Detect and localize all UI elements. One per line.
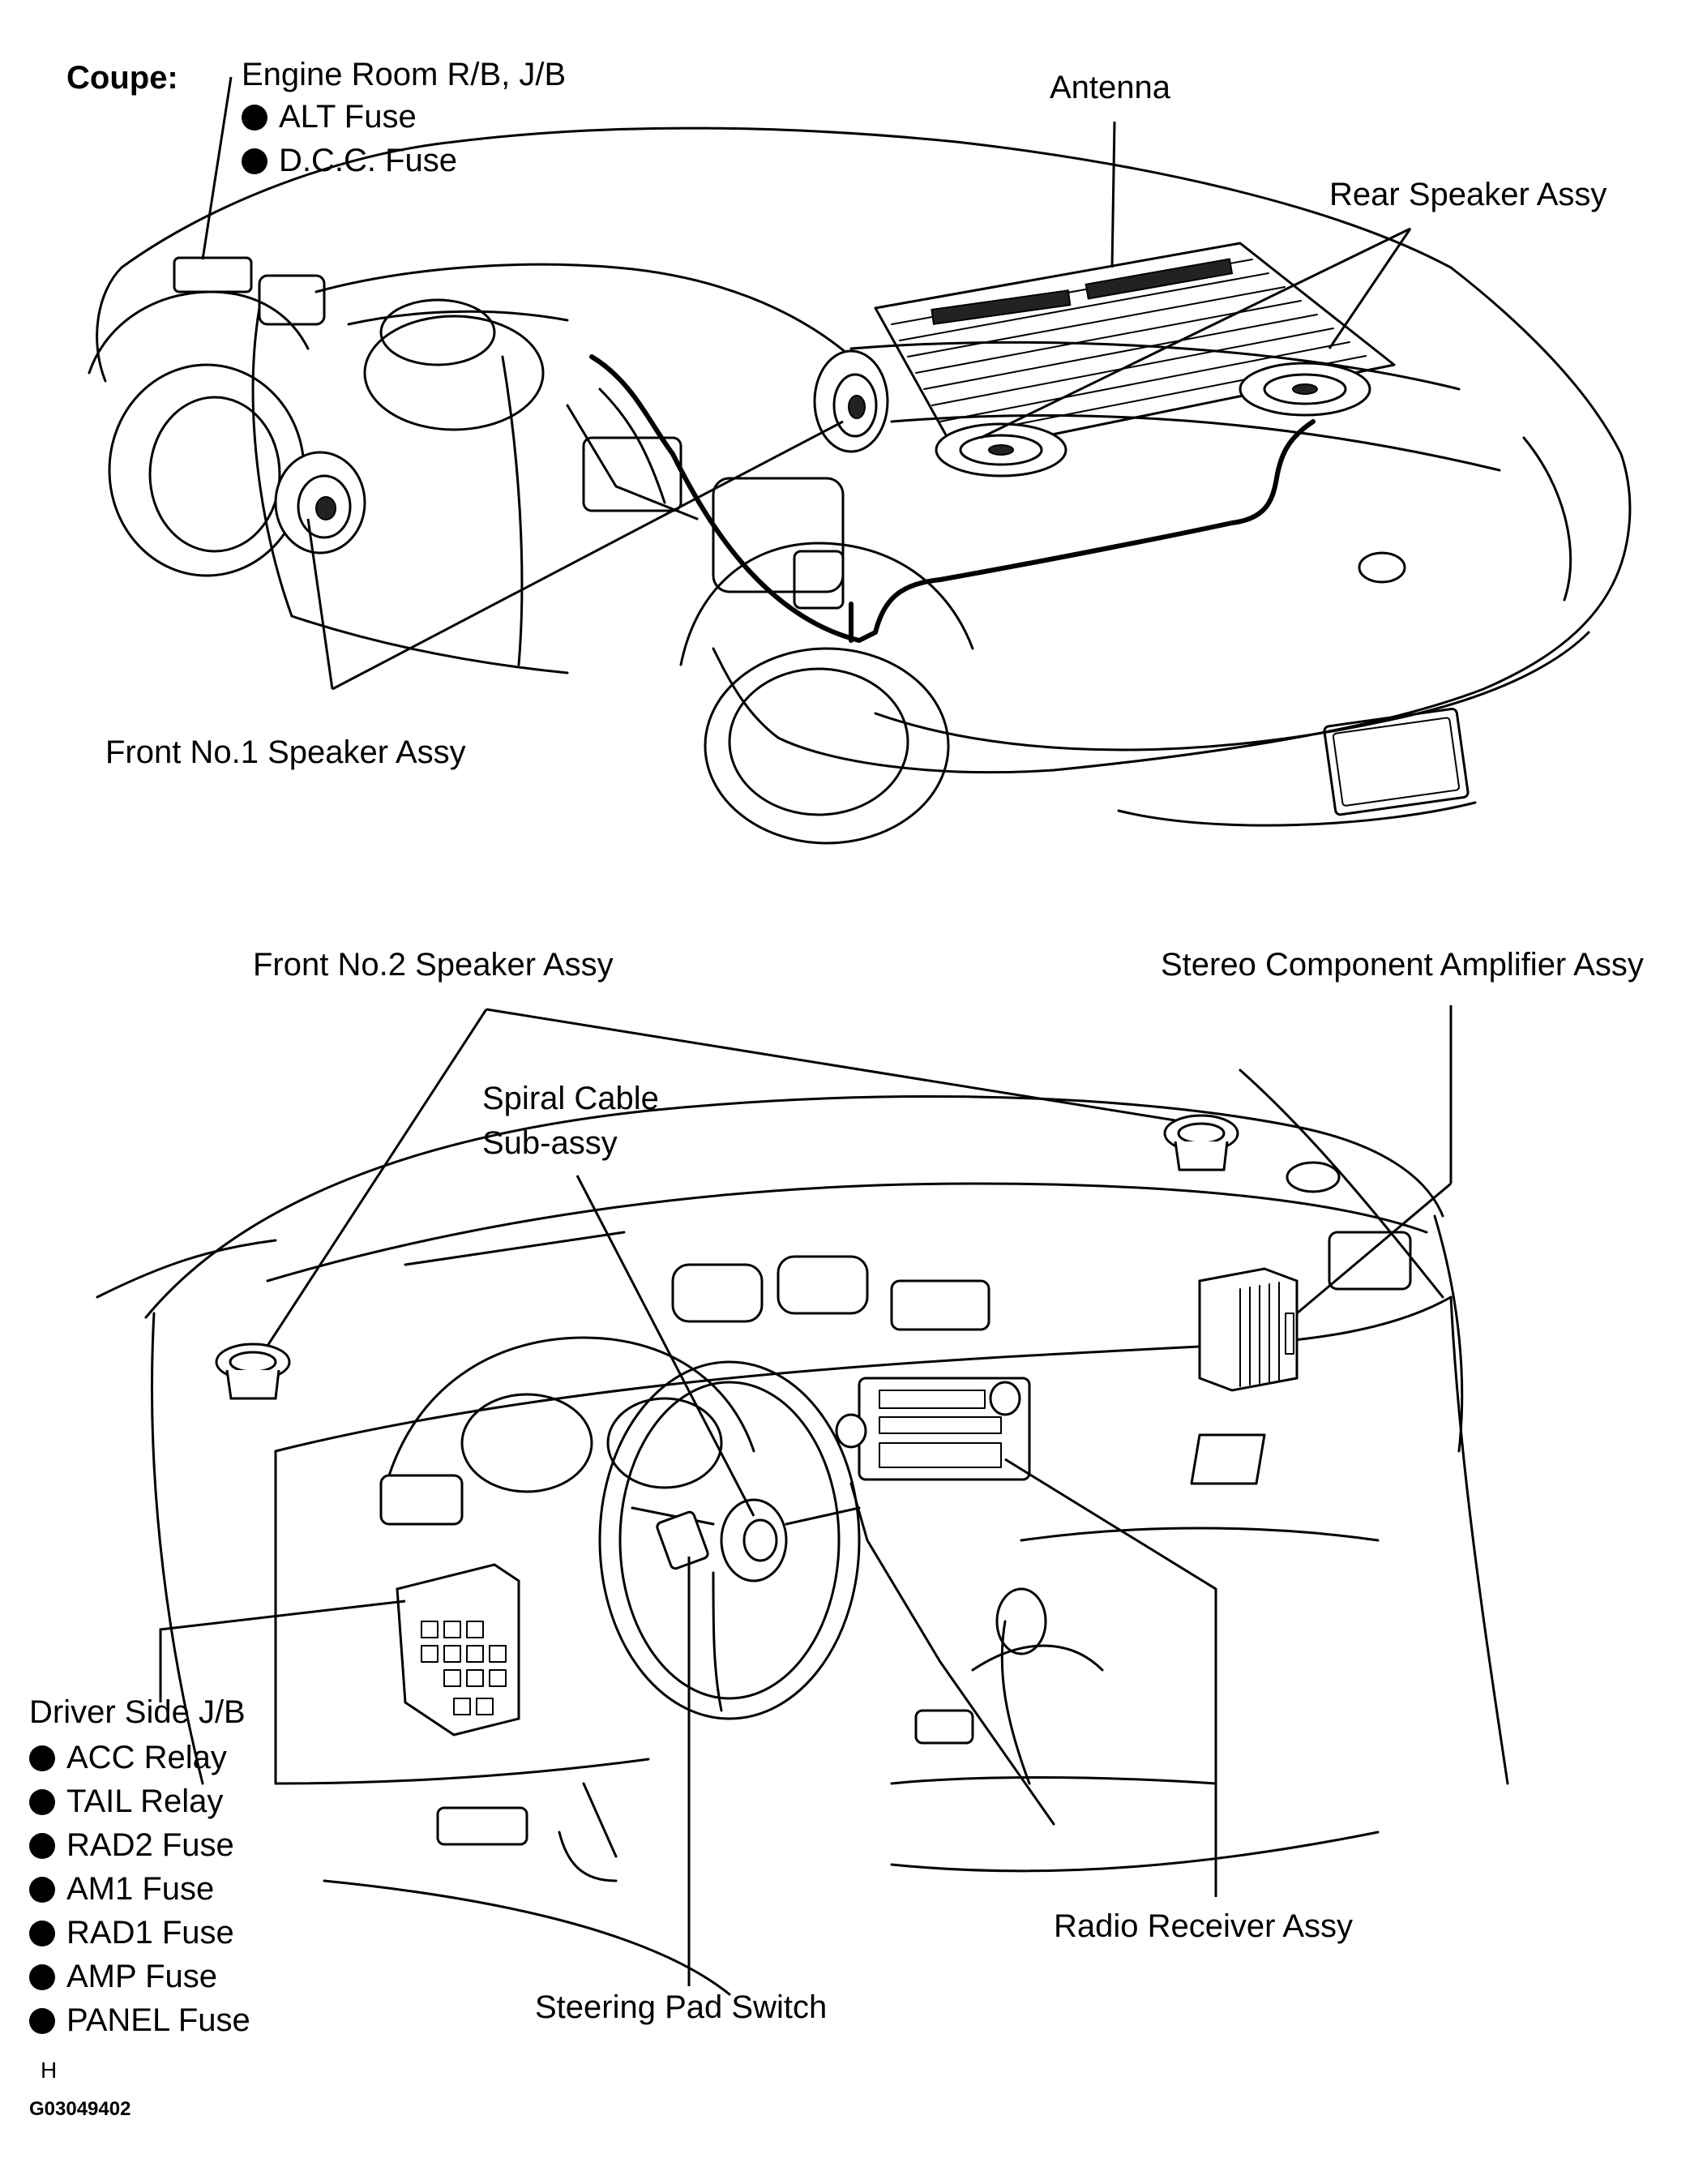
front-no1-speaker-right (813, 349, 889, 453)
front-no2-speaker-left (215, 1343, 291, 1400)
engine-room-item-dcc-fuse: D.C.C. Fuse (242, 144, 457, 177)
stereo-amplifier-label: Stereo Component Amplifier Assy (1161, 947, 1644, 983)
rear-speaker-label: Rear Speaker Assy (1329, 177, 1607, 212)
steering-pad-switch-label: Steering Pad Switch (535, 1989, 828, 2025)
bullet-dot (29, 1877, 55, 1903)
radio-receiver-label: Radio Receiver Assy (1054, 1908, 1354, 1944)
bullet-dot (29, 1833, 55, 1859)
driver-side-item-amp-fuse: AMP Fuse (29, 1960, 217, 1993)
coupe-label: Coupe: (66, 60, 178, 96)
steering-pad-switch (656, 1510, 709, 1570)
driver-side-junction-block (396, 1563, 520, 1736)
bullet-dot (242, 105, 267, 131)
coupe-car-illustration (88, 126, 1632, 845)
upper-leader-lines (201, 76, 1412, 691)
front-no1-speaker-left (274, 451, 366, 555)
dashboard-illustration (96, 1068, 1509, 1996)
steering-wheel (598, 1360, 861, 1720)
spiral-cable-label-line1: Spiral Cable (482, 1081, 659, 1116)
driver-side-item-tail-relay: TAIL Relay (29, 1785, 223, 1818)
radio-receiver-unit (835, 1377, 1031, 1481)
driver-side-item-acc-relay: ACC Relay (29, 1741, 227, 1774)
driver-side-item-panel-fuse: PANEL Fuse (29, 2004, 250, 2036)
antenna-label: Antenna (1050, 70, 1171, 105)
footer-code: G03049402 (29, 2098, 131, 2120)
engine-room-junction-block (173, 256, 253, 293)
front-no2-speaker-right (1163, 1114, 1239, 1171)
driver-side-jb-label: Driver Side J/B (29, 1694, 246, 1730)
driver-side-item-am1-fuse: AM1 Fuse (29, 1873, 214, 1905)
bullet-dot (242, 148, 267, 174)
bullet-dot (29, 2008, 55, 2034)
rear-speaker-left (935, 422, 1067, 477)
front-no2-speaker-label: Front No.2 Speaker Assy (253, 947, 614, 983)
lower-leader-lines (159, 1005, 1453, 1986)
speaker-wiring-harness (589, 354, 1316, 643)
bullet-dot (29, 1921, 55, 1946)
rear-speaker-right (1239, 362, 1371, 417)
driver-side-item-rad1-fuse: RAD1 Fuse (29, 1916, 234, 1949)
front-no1-speaker-label: Front No.1 Speaker Assy (105, 734, 466, 770)
bullet-dot (29, 1964, 55, 1990)
bullet-dot (29, 1745, 55, 1771)
spiral-cable-label-line2: Sub-assy (482, 1125, 618, 1161)
stereo-amplifier-unit (1198, 1267, 1299, 1392)
bullet-dot (29, 1789, 55, 1815)
footer-letter: H (41, 2058, 58, 2083)
engine-room-item-alt-fuse: ALT Fuse (242, 101, 417, 133)
engine-room-label: Engine Room R/B, J/B (242, 57, 567, 92)
driver-side-item-rad2-fuse: RAD2 Fuse (29, 1829, 234, 1861)
